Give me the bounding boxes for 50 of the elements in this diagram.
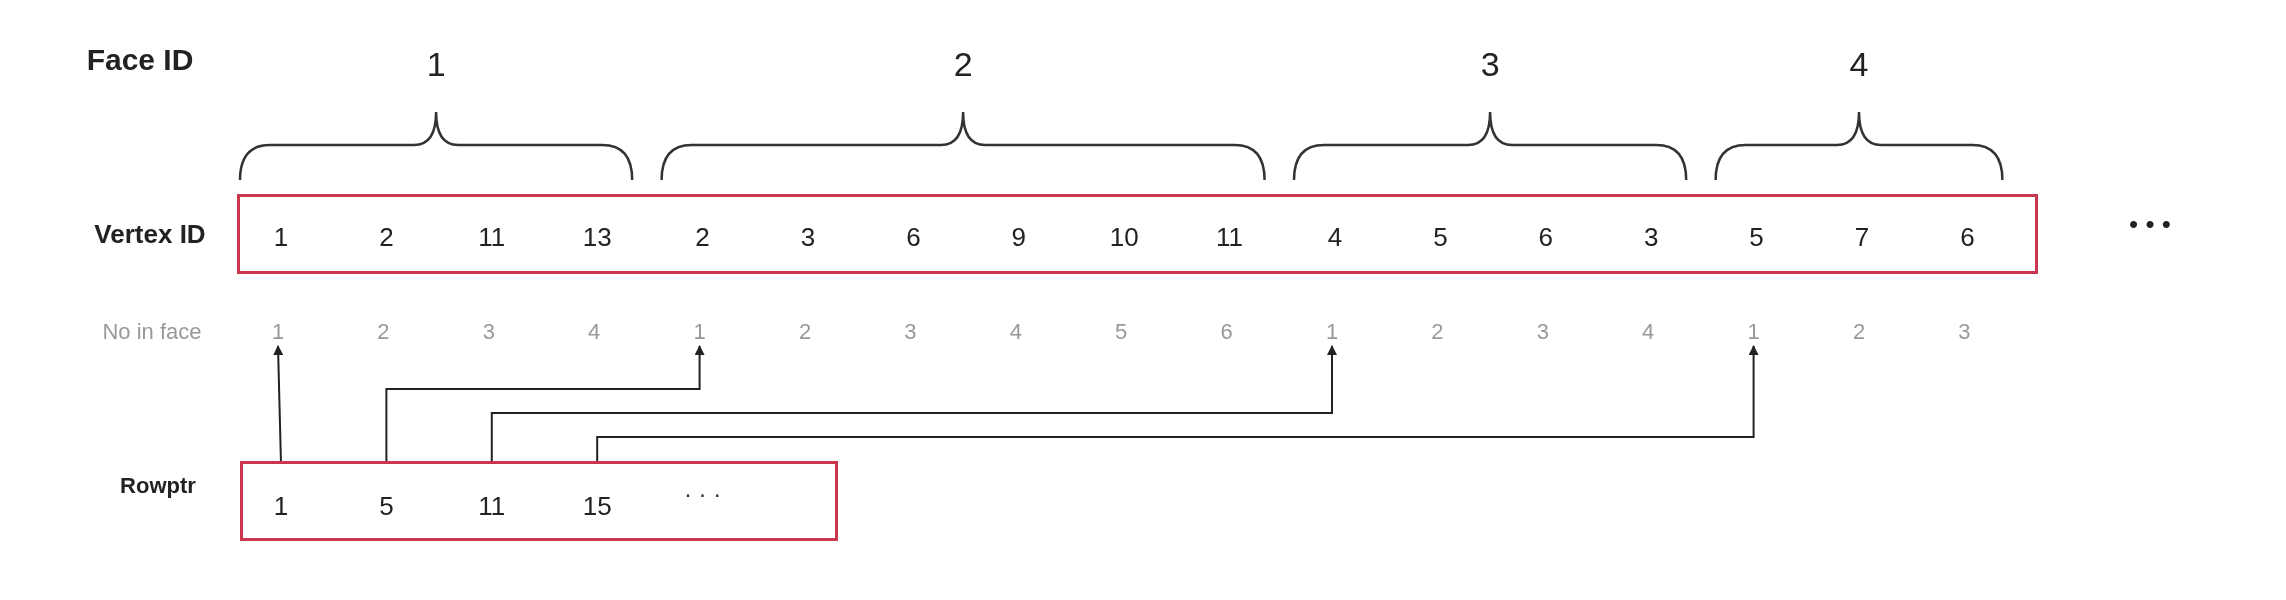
rowptr-value: 15 xyxy=(562,464,633,538)
face-position-value: 1 xyxy=(1318,318,1346,346)
face-position-value: 1 xyxy=(685,318,714,346)
rowptr-value: 5 xyxy=(351,464,422,538)
face-position-value: 4 xyxy=(1009,321,1022,343)
rowptr-box xyxy=(240,461,838,541)
vertex-id-value: 9 xyxy=(1011,224,1027,250)
face-id-value: 3 xyxy=(1480,47,1500,81)
face-id-value: 4 xyxy=(1849,47,1869,81)
face-position-value: 3 xyxy=(1536,321,1549,343)
vertex-id-value: 6 xyxy=(1538,224,1554,250)
vertex-id-value: 5 xyxy=(1749,224,1764,250)
face-position-value: 1 xyxy=(264,318,292,346)
rowptr-value: 11 xyxy=(456,464,527,538)
face-position-value: 4 xyxy=(1642,321,1655,343)
face-position-value: 6 xyxy=(1220,321,1233,343)
vertex-id-value: 5 xyxy=(1433,224,1448,250)
vertex-id-value: 13 xyxy=(582,224,612,250)
face-position-value: 2 xyxy=(798,321,812,343)
face-position-value: 3 xyxy=(904,321,917,343)
face-position-value: 2 xyxy=(1431,321,1444,343)
vertex-id-value: 1 xyxy=(273,224,289,250)
rowptr-value: 1 xyxy=(246,464,316,538)
row-heading: Face ID xyxy=(86,45,194,75)
face-position-value: 3 xyxy=(482,321,495,343)
face-id-value: 2 xyxy=(953,47,973,81)
face-position-value: 4 xyxy=(588,321,601,343)
vertex-id-value: 7 xyxy=(1854,224,1870,250)
face-position-value: 1 xyxy=(1739,318,1768,346)
ellipsis: · · · xyxy=(683,482,722,506)
vertex-id-value: 3 xyxy=(800,224,816,250)
vertex-id-value: 4 xyxy=(1327,224,1343,250)
face-position-value: 5 xyxy=(1115,321,1128,343)
row-heading: No in face xyxy=(102,321,202,343)
face-id-value: 1 xyxy=(426,47,446,81)
vertex-id-value: 10 xyxy=(1109,224,1139,250)
vertex-id-value: 11 xyxy=(1216,224,1244,250)
array-box xyxy=(237,194,2038,274)
face-position-value: 2 xyxy=(1852,321,1866,343)
vertex-id-value: 3 xyxy=(1643,224,1659,250)
vertex-id-value: 2 xyxy=(695,224,710,250)
vertex-id-value: 11 xyxy=(478,224,506,250)
row-heading: Vertex ID xyxy=(94,221,206,247)
face-position-value: 2 xyxy=(377,321,390,343)
vertex-id-value: 2 xyxy=(379,224,394,250)
face-position-value: 3 xyxy=(1958,321,1971,343)
row-heading: Rowptr xyxy=(120,475,196,497)
vertex-id-value: 6 xyxy=(906,224,921,250)
ellipsis: • • • xyxy=(2129,211,2171,237)
vertex-id-value: 6 xyxy=(1960,224,1975,250)
